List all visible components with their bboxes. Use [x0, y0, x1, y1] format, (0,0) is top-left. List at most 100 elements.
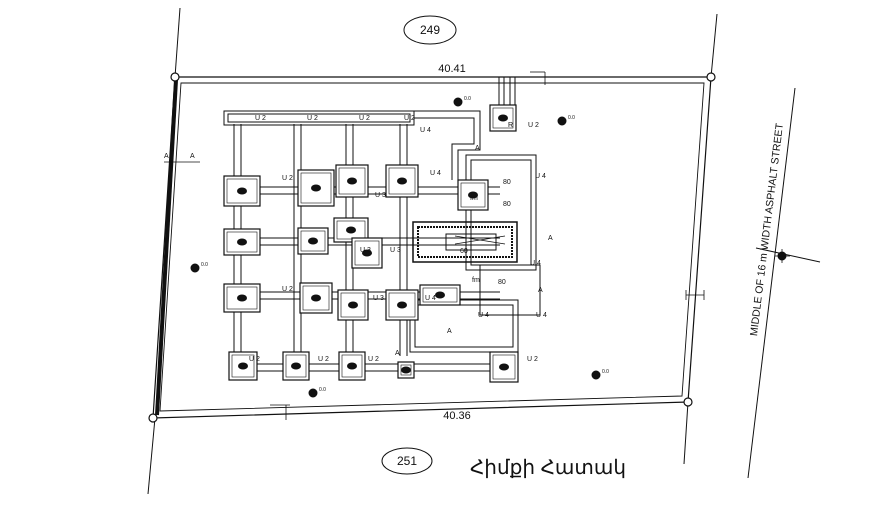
top-dimension: 40.41 [438, 63, 466, 75]
level-value: 0.0 [568, 115, 575, 121]
south-plot-tag: 251 [381, 447, 433, 475]
footing-pad-inner [226, 231, 258, 253]
south-plot-number: 251 [397, 454, 417, 468]
level-marker [190, 263, 200, 273]
footing-pad-inner [231, 354, 255, 378]
plot-boundary [148, 72, 716, 423]
label-u2: U 2 [307, 115, 318, 122]
column-mark [237, 187, 247, 195]
section-a: A [395, 350, 400, 357]
label-u2: U 2 [249, 356, 260, 363]
label-u2: U 2 [282, 175, 293, 182]
footing-pad-inner [492, 354, 516, 380]
label-80: 80 [503, 201, 511, 208]
footing-pad-inner [388, 167, 416, 195]
label-u2: U 2 [318, 356, 329, 363]
column-mark [291, 362, 301, 370]
footing-labels: U 2 U 2 U 2 U 2 U 4 U 2 R U 2 U 4 U 2 U … [164, 115, 553, 363]
level-value: 0.0 [319, 387, 326, 393]
label-u3: U 3 [373, 295, 384, 302]
level-marker [557, 116, 567, 126]
section-a: A [548, 235, 553, 242]
footing-pad-inner [226, 286, 258, 310]
footing-pad-inner [302, 285, 330, 311]
column-mark [308, 237, 318, 245]
section-arrows [164, 71, 705, 420]
label-u4: U 4 [425, 295, 436, 302]
footing-pad-inner [340, 292, 366, 318]
level-value: 0.0 [201, 262, 208, 268]
footing-pad [489, 351, 519, 383]
section-a: A [538, 287, 543, 294]
column-mark [237, 238, 247, 246]
label-u2: U 2 [528, 122, 539, 129]
label-u2: U 2 [404, 115, 415, 122]
column-mark [347, 362, 357, 370]
footing-pad-inner [492, 107, 514, 129]
label-80: 80 [503, 179, 511, 186]
level-value: 0.0 [464, 96, 471, 102]
footing-pad-inner [336, 220, 366, 240]
footing-pad-inner [388, 292, 416, 318]
label-u4: U 4 [430, 170, 441, 177]
label-u2: U 2 [255, 115, 266, 122]
label-u3: U 3 [360, 247, 371, 254]
column-mark [238, 362, 248, 370]
footing-pad-inner [422, 287, 458, 303]
footing-pad-inner [354, 240, 380, 266]
column-mark [468, 191, 478, 199]
street-label: MIDDLE OF 16 m WIDTH ASPHALT STREET [748, 122, 786, 337]
section-a: A [164, 153, 169, 160]
column-mark [347, 177, 357, 185]
column-mark [311, 184, 321, 192]
footing-pads [223, 104, 519, 383]
label-80: 80 [498, 279, 506, 286]
footing-pad-inner [300, 172, 332, 204]
level-marker [308, 388, 318, 398]
label-u4: U 4 [420, 127, 431, 134]
label-u3: U 3 [390, 247, 401, 254]
column-mark [311, 294, 321, 302]
label-u4: U 4 [536, 312, 547, 319]
column-mark [499, 363, 509, 371]
column-mark [435, 291, 445, 299]
level-markers: 0.0 0.0 0.0 0.0 0.0 [190, 96, 609, 398]
label-u2: U 2 [359, 115, 370, 122]
label-u3: U 3 [375, 192, 386, 199]
column-mark [237, 294, 247, 302]
column-mark [348, 301, 358, 309]
section-a: A [447, 328, 452, 335]
column-mark [362, 249, 372, 257]
neighbour-boundary-lines [147, 7, 821, 495]
label-u2: U 2 [368, 356, 379, 363]
footing-pad [297, 169, 335, 207]
label-60: 60 [460, 248, 468, 255]
north-plot-number: 249 [420, 23, 440, 37]
footing-pad [338, 351, 366, 381]
label-fm: fm [472, 277, 480, 284]
footing-pad-inner [341, 354, 363, 378]
column-mark [498, 114, 508, 122]
column-mark [397, 177, 407, 185]
level-value: 0.0 [602, 369, 609, 375]
central-tank [412, 221, 518, 263]
drawing-title: Հիմքի Հատակ [470, 457, 626, 479]
level-marker [591, 370, 601, 380]
label-u4: U 4 [530, 260, 541, 267]
column-mark [397, 301, 407, 309]
label-fm: fm [470, 195, 478, 202]
street-axis-marker [775, 249, 790, 263]
footing-pad-inner [300, 230, 326, 252]
footing-pad-inner [460, 182, 486, 208]
footing-pad-inner [226, 178, 258, 204]
section-a: A [190, 153, 195, 160]
footing-pad [282, 351, 310, 381]
label-u4: U 4 [535, 173, 546, 180]
column-mark [401, 366, 411, 374]
label-u2: U 2 [527, 356, 538, 363]
column-mark [346, 226, 356, 234]
footing-pad-inner [338, 167, 366, 195]
label-r: R [508, 122, 513, 129]
bottom-dimension: 40.36 [443, 410, 471, 422]
